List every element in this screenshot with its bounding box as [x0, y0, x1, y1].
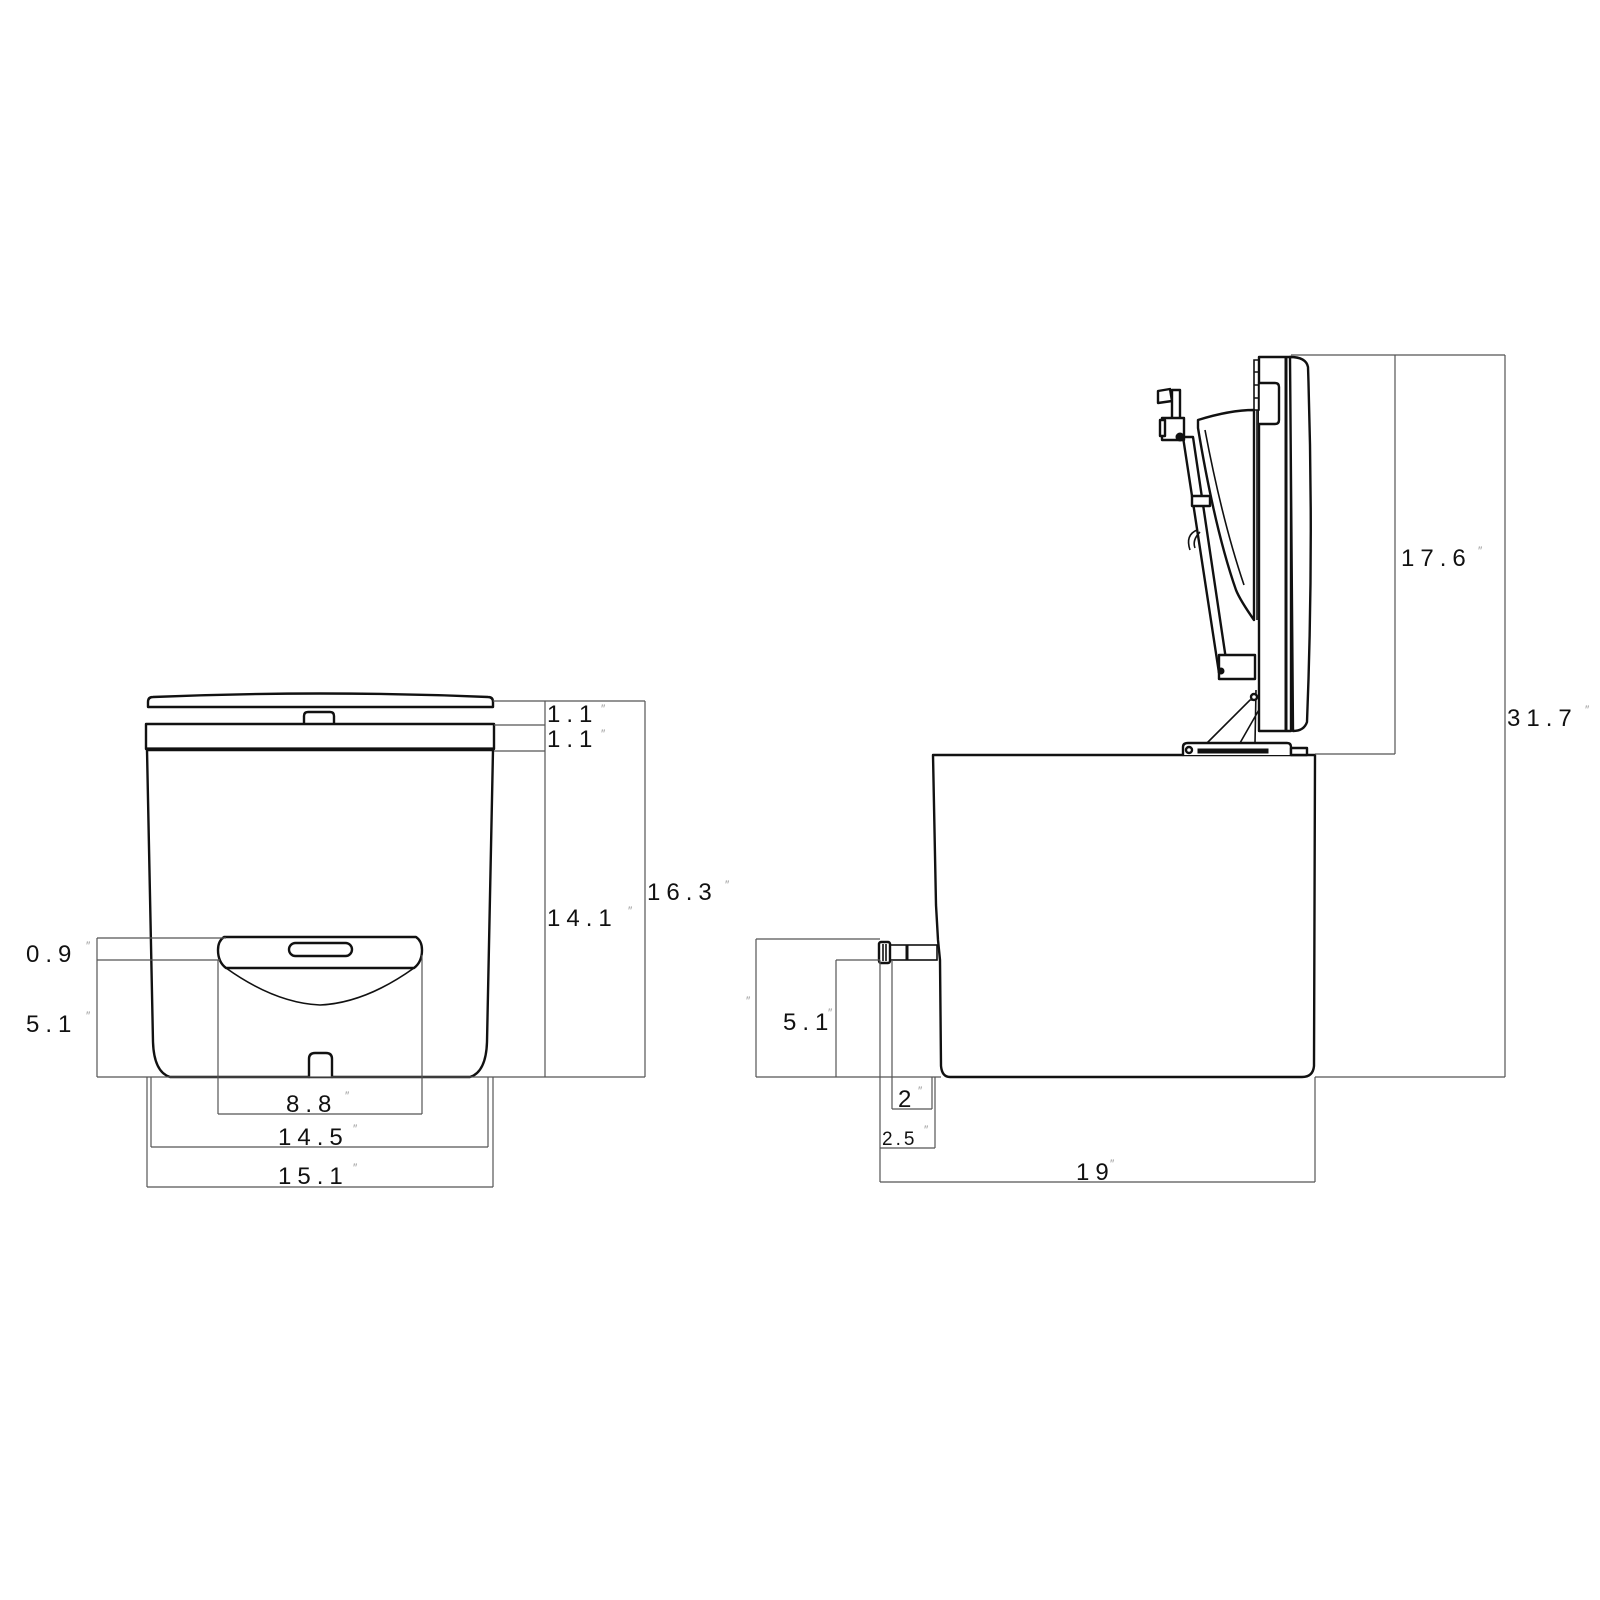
inch-mark: ″: [601, 702, 606, 716]
lid-latch: [302, 710, 336, 727]
side-view: 17.6 ″ 31.7 ″ 5.1 ″ ″ 2 ″ 2.5 ″ 19 ″: [746, 354, 1590, 1186]
inch-mark: ″: [1478, 544, 1483, 558]
dim-vent-elevation: 5.1: [783, 1009, 834, 1036]
dim-overall-depth: 19: [1076, 1159, 1115, 1186]
inch-mark: ″: [86, 939, 91, 953]
inch-mark: ″: [1585, 703, 1590, 717]
strut-clip: [1190, 494, 1212, 508]
lid-handle: [1257, 381, 1281, 426]
dim-handle-height: 0.9: [26, 941, 77, 968]
open-lid-outer: [1257, 355, 1293, 733]
lid-bracket: [1156, 387, 1186, 442]
dim-vent-projection-outer: 2.5: [882, 1129, 917, 1150]
front-body: [145, 748, 495, 1079]
inch-mark: ″: [746, 994, 751, 1008]
inch-mark: ″: [601, 727, 606, 741]
inch-mark: ″: [345, 1089, 350, 1103]
seat-inner-line: [1204, 429, 1245, 586]
strut-pin-icon: [1217, 667, 1225, 675]
handle-arc: [225, 967, 415, 1006]
inch-mark: ″: [628, 904, 633, 918]
dim-overall-width: 15.1: [278, 1163, 349, 1190]
inch-mark: ″: [353, 1122, 358, 1136]
dim-seat-band: 1.1: [547, 726, 598, 753]
dim-vent-projection-inner: 2: [898, 1086, 917, 1113]
inch-mark: ″: [1110, 1157, 1115, 1171]
hinge-joint-icon: [1249, 692, 1259, 702]
side-dimension-lines: [755, 354, 1506, 1183]
inch-mark: ″: [828, 1006, 833, 1020]
hinge-tab: [1289, 746, 1309, 757]
dim-open-lid-height: 17.6: [1401, 545, 1472, 572]
inch-mark: ″: [918, 1084, 923, 1098]
dim-handle-width: 8.8: [286, 1091, 337, 1118]
hinge-pin-icon: [1184, 745, 1194, 755]
inch-mark: ″: [353, 1161, 358, 1175]
strut-lever: [1187, 529, 1201, 551]
dim-base-width: 14.5: [278, 1124, 349, 1151]
front-dimension-lines: [96, 700, 646, 1188]
inch-mark: ″: [924, 1123, 929, 1137]
dim-handle-elevation: 5.1: [26, 1011, 77, 1038]
dim-total-height: 16.3: [647, 879, 718, 906]
front-bottom-slot: [307, 1051, 334, 1079]
inch-mark: ″: [86, 1009, 91, 1023]
inch-mark: ″: [725, 878, 730, 892]
open-lid-shell: [1288, 355, 1312, 733]
dim-lid-top: 1.1: [547, 701, 598, 728]
dim-body-height: 14.1: [547, 905, 618, 932]
vent-pipe: [877, 940, 938, 965]
side-body: [931, 753, 1317, 1079]
lid-ridges: [1253, 359, 1260, 411]
handle-grip: [287, 941, 354, 958]
front-seat-band: [144, 722, 496, 751]
strut-base: [1217, 653, 1257, 681]
front-view: 1.1 ″ 1.1 ″ 14.1 ″ 16.3 ″ 0.9 ″ 5.1 ″ 8.…: [26, 692, 730, 1190]
hinge-slot: [1197, 748, 1269, 754]
front-lid: [146, 692, 495, 709]
dim-overall-height-open: 31.7: [1507, 705, 1578, 732]
